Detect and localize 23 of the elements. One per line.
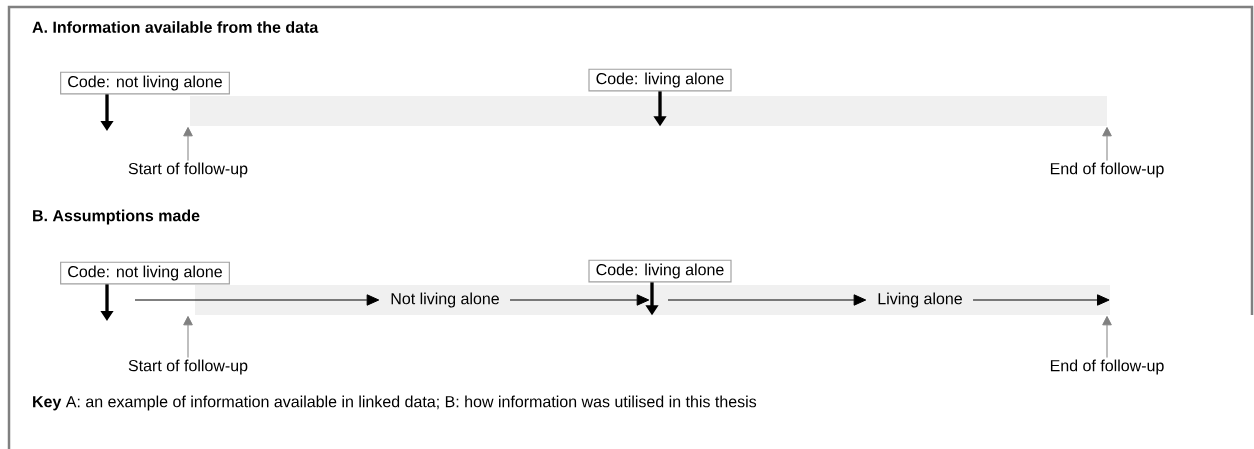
- arrow: [972, 294, 1110, 306]
- arrow: [134, 294, 380, 306]
- timeline-label: Start of follow-up: [128, 359, 248, 375]
- section-heading: A. Information available from the data: [32, 21, 319, 33]
- timeline-label: End of follow-up: [1050, 162, 1164, 178]
- key-note: Key A: an example of information available in linked data; B: how information was utilised in this thesis: [33, 395, 757, 411]
- status-label: Living alone: [878, 292, 962, 308]
- status-label: Not living alone: [391, 292, 499, 308]
- arrow: [667, 294, 867, 306]
- follow-up-bar: [195, 285, 1110, 315]
- timeline-label: End of follow-up: [1050, 359, 1164, 375]
- code-box: Code: living alone: [588, 259, 732, 283]
- arrow: [183, 315, 193, 359]
- code-box: Code: not living alone: [60, 71, 230, 95]
- section-heading: B. Assumptions made: [33, 209, 200, 225]
- code-box: Code: not living alone: [60, 261, 230, 285]
- arrow: [1102, 315, 1112, 359]
- timeline-label: Start of follow-up: [128, 162, 248, 178]
- follow-up-bar: [190, 96, 1107, 126]
- code-box: Code: living alone: [588, 68, 732, 92]
- arrow: [509, 294, 650, 306]
- arrow: [183, 126, 193, 162]
- arrow: [1102, 126, 1112, 162]
